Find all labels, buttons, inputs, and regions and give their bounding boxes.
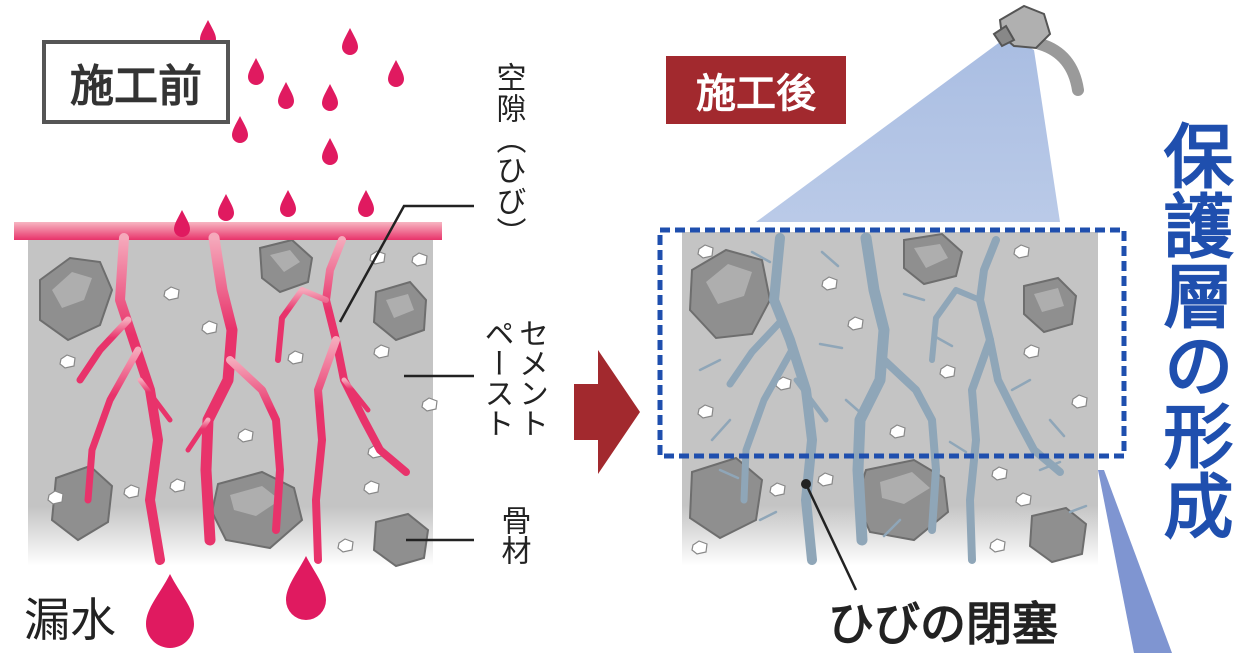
protective-layer-callout bbox=[1098, 470, 1172, 653]
hairline-cracks-after bbox=[698, 250, 1088, 538]
leader-line-after bbox=[801, 479, 858, 591]
protective-layer-label: 保護層の形成 bbox=[1152, 120, 1234, 540]
leader-lines-before bbox=[338, 204, 474, 542]
after-panel bbox=[657, 4, 1172, 653]
cement-paste-label: セメント ペースト bbox=[478, 318, 549, 438]
leak-label: 漏水 bbox=[24, 593, 116, 647]
protective-layer-outline bbox=[657, 227, 1127, 459]
spray-bottle-icon bbox=[992, 4, 1084, 96]
gap-crack-label: 空隙（ひび） bbox=[490, 62, 526, 248]
spray-mist bbox=[756, 36, 1060, 222]
cracks-before bbox=[76, 232, 410, 565]
aggregate-highlights-after bbox=[706, 244, 1064, 504]
leak-drop-icon bbox=[146, 556, 326, 648]
aggregate-label: 骨材 bbox=[495, 505, 531, 565]
cracks-after bbox=[726, 232, 1064, 565]
after-label: 施工後 bbox=[666, 56, 846, 124]
surface-coat-before bbox=[14, 222, 442, 240]
aggregate-highlights-before bbox=[52, 250, 414, 516]
right-arrow-icon bbox=[574, 350, 640, 474]
crack-seal-label: ひびの閉塞 bbox=[828, 597, 1058, 651]
before-label: 施工前 bbox=[42, 40, 230, 124]
before-panel bbox=[14, 20, 474, 648]
